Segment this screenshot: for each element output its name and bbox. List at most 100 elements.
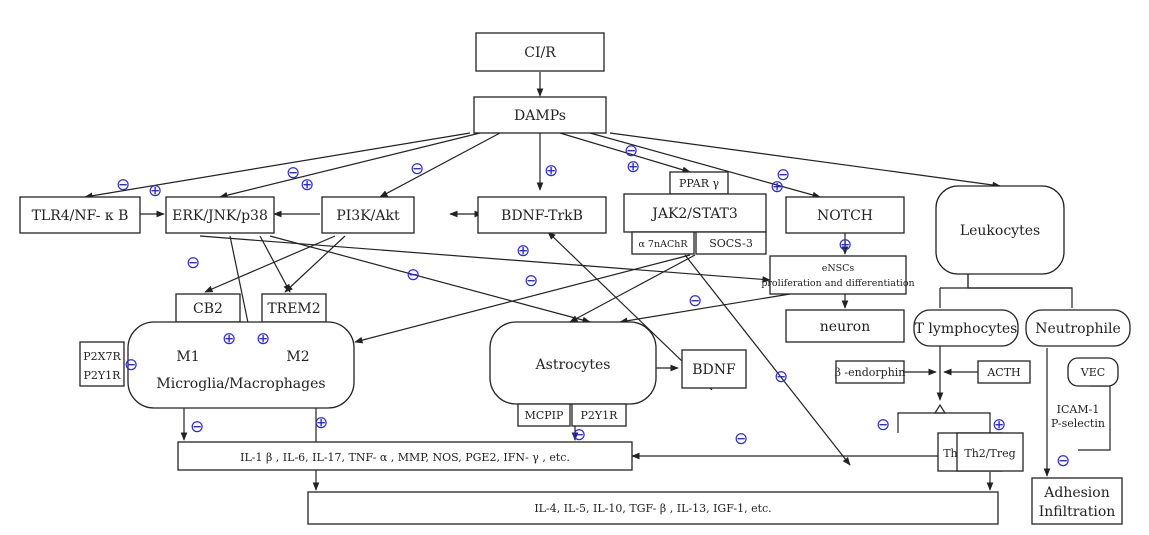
minus-symbol: ⊖ — [624, 141, 638, 161]
plus-symbol: ⊕ — [516, 241, 530, 261]
svg-text:MCPIP: MCPIP — [525, 409, 564, 422]
minus-symbol: ⊖ — [572, 425, 586, 445]
node-adhesion: Adhesion Infiltration — [1031, 477, 1123, 525]
node-b-endorphin: β -endorphin — [835, 360, 906, 384]
svg-text:Infiltration: Infiltration — [1039, 504, 1116, 520]
plus-symbol: ⊕ — [544, 161, 558, 181]
regulation-symbols: ⊖ ⊕ ⊖ ⊕ ⊖ ⊕ ⊖ ⊕ ⊖ ⊕ ⊖ ⊕ ⊖ ⊖ ⊕ ⊖ ⊕ ⊕ ⊖ ⊖ … — [116, 141, 1070, 471]
svg-text:neuron: neuron — [820, 319, 870, 335]
svg-text:P-selectin: P-selectin — [1051, 417, 1105, 430]
node-antiinflammatory: IL-4, IL-5, IL-10, TGF- β , IL-13, IGF-1… — [307, 491, 999, 525]
minus-symbol: ⊖ — [734, 429, 748, 449]
node-bdnf: BDNF — [681, 349, 747, 389]
svg-text:CI/R: CI/R — [524, 45, 556, 61]
minus-symbol: ⊖ — [776, 165, 790, 185]
plus-symbol: ⊕ — [256, 329, 270, 349]
minus-symbol: ⊖ — [876, 415, 890, 435]
svg-text:Th2/Treg: Th2/Treg — [964, 447, 1015, 460]
minus-symbol: ⊖ — [1056, 451, 1070, 471]
node-pi3k: PI3K/Akt — [321, 196, 415, 234]
node-icam: ICAM-1 P-selectin — [1051, 403, 1105, 430]
node-neuron: neuron — [785, 309, 905, 343]
svg-text:M2: M2 — [286, 349, 309, 365]
node-damps: DAMPs — [473, 96, 607, 134]
node-cir: CI/R — [475, 32, 605, 72]
node-proinflammatory: IL-1 β , IL-6, IL-17, TNF- α , MMP, NOS,… — [177, 441, 633, 471]
node-astrocytes: Astrocytes — [489, 321, 657, 405]
node-a7nachr: α 7nAChR — [631, 231, 695, 255]
svg-text:proliferation and differentiat: proliferation and differentiation — [761, 278, 914, 289]
svg-text:T lymphocytes: T lymphocytes — [915, 321, 1018, 337]
minus-symbol: ⊖ — [410, 159, 424, 179]
svg-text:IL-1 β , IL-6, IL-17, TNF- α ,: IL-1 β , IL-6, IL-17, TNF- α , MMP, NOS,… — [240, 451, 570, 464]
svg-text:PI3K/Akt: PI3K/Akt — [336, 208, 400, 224]
node-vec: VEC — [1067, 357, 1119, 387]
minus-symbol: ⊖ — [688, 291, 702, 311]
plus-symbol: ⊕ — [626, 157, 640, 177]
plus-symbol: ⊕ — [314, 413, 328, 433]
plus-symbol: ⊕ — [838, 235, 852, 255]
svg-text:β -endorphin: β -endorphin — [835, 366, 906, 379]
svg-text:Astrocytes: Astrocytes — [535, 357, 611, 373]
svg-text:VEC: VEC — [1080, 366, 1105, 379]
node-leukocytes: Leukocytes — [935, 185, 1065, 275]
svg-text:α 7nAChR: α 7nAChR — [639, 239, 689, 250]
node-socs3: SOCS-3 — [695, 231, 767, 255]
node-trem2: TREM2 — [261, 293, 327, 323]
plus-symbol: ⊕ — [770, 177, 784, 197]
svg-text:eNSCs: eNSCs — [822, 263, 855, 274]
svg-text:ACTH: ACTH — [986, 366, 1020, 379]
edges — [84, 72, 1111, 491]
plus-symbol: ⊕ — [300, 175, 314, 195]
svg-text:SOCS-3: SOCS-3 — [709, 237, 753, 250]
node-bdnf-trkb: BDNF-TrkB — [477, 196, 607, 234]
svg-text:BDNF: BDNF — [692, 362, 736, 378]
svg-text:Leukocytes: Leukocytes — [960, 223, 1040, 239]
plus-symbol: ⊕ — [222, 329, 236, 349]
plus-symbol: ⊕ — [148, 181, 162, 201]
plus-symbol: ⊕ — [992, 415, 1006, 435]
node-acth: ACTH — [977, 360, 1031, 384]
node-tlr4: TLR4/NF- κ B — [19, 196, 141, 234]
node-th2-treg-drawn: Th2/Treg — [956, 432, 1024, 472]
node-ppar: PPAR γ — [669, 171, 729, 195]
svg-text:M1: M1 — [176, 349, 199, 365]
minus-symbol: ⊖ — [116, 175, 130, 195]
svg-text:ICAM-1: ICAM-1 — [1057, 403, 1100, 416]
node-jak2: JAK2/STAT3 — [623, 193, 767, 233]
node-microglia: M1 M2 Microglia/Macrophages — [127, 321, 355, 409]
minus-symbol: ⊖ — [524, 271, 538, 291]
minus-symbol: ⊖ — [406, 265, 420, 285]
minus-symbol: ⊖ — [124, 355, 138, 375]
svg-text:NOTCH: NOTCH — [817, 208, 873, 224]
node-p2y1r-astro: P2Y1R — [571, 403, 627, 427]
node-notch: NOTCH — [785, 196, 905, 234]
minus-symbol: ⊖ — [186, 253, 200, 273]
svg-text:JAK2/STAT3: JAK2/STAT3 — [650, 206, 738, 222]
minus-symbol: ⊖ — [774, 367, 788, 387]
minus-symbol: ⊖ — [190, 417, 204, 437]
node-t-lymphocytes: T lymphocytes — [913, 309, 1019, 347]
svg-text:PPAR γ: PPAR γ — [679, 177, 720, 190]
svg-text:P2Y1R: P2Y1R — [581, 409, 619, 422]
svg-text:TREM2: TREM2 — [267, 301, 320, 317]
svg-text:Microglia/Macrophages: Microglia/Macrophages — [156, 376, 325, 392]
node-p2x7r-p2y1r: P2X7R P2Y1R — [79, 341, 125, 387]
node-neutrophile: Neutrophile — [1025, 309, 1131, 347]
node-erk: ERK/JNK/p38 — [165, 196, 275, 234]
node-ensc: eNSCs proliferation and differentiation — [761, 255, 915, 295]
minus-symbol: ⊖ — [286, 163, 300, 183]
node-mcpip: MCPIP — [517, 403, 571, 427]
svg-text:P2X7R: P2X7R — [83, 350, 121, 363]
svg-text:BDNF-TrkB: BDNF-TrkB — [501, 208, 583, 224]
svg-text:DAMPs: DAMPs — [514, 108, 566, 124]
svg-text:IL-4, IL-5, IL-10, TGF- β , IL: IL-4, IL-5, IL-10, TGF- β , IL-13, IGF-1… — [534, 502, 771, 515]
svg-text:ERK/JNK/p38: ERK/JNK/p38 — [172, 208, 268, 224]
svg-text:Neutrophile: Neutrophile — [1035, 321, 1121, 337]
svg-text:Adhesion: Adhesion — [1043, 485, 1109, 501]
svg-text:P2Y1R: P2Y1R — [84, 369, 122, 382]
svg-text:TLR4/NF- κ B: TLR4/NF- κ B — [32, 208, 129, 224]
node-cb2: CB2 — [175, 293, 241, 323]
svg-text:CB2: CB2 — [193, 301, 223, 317]
